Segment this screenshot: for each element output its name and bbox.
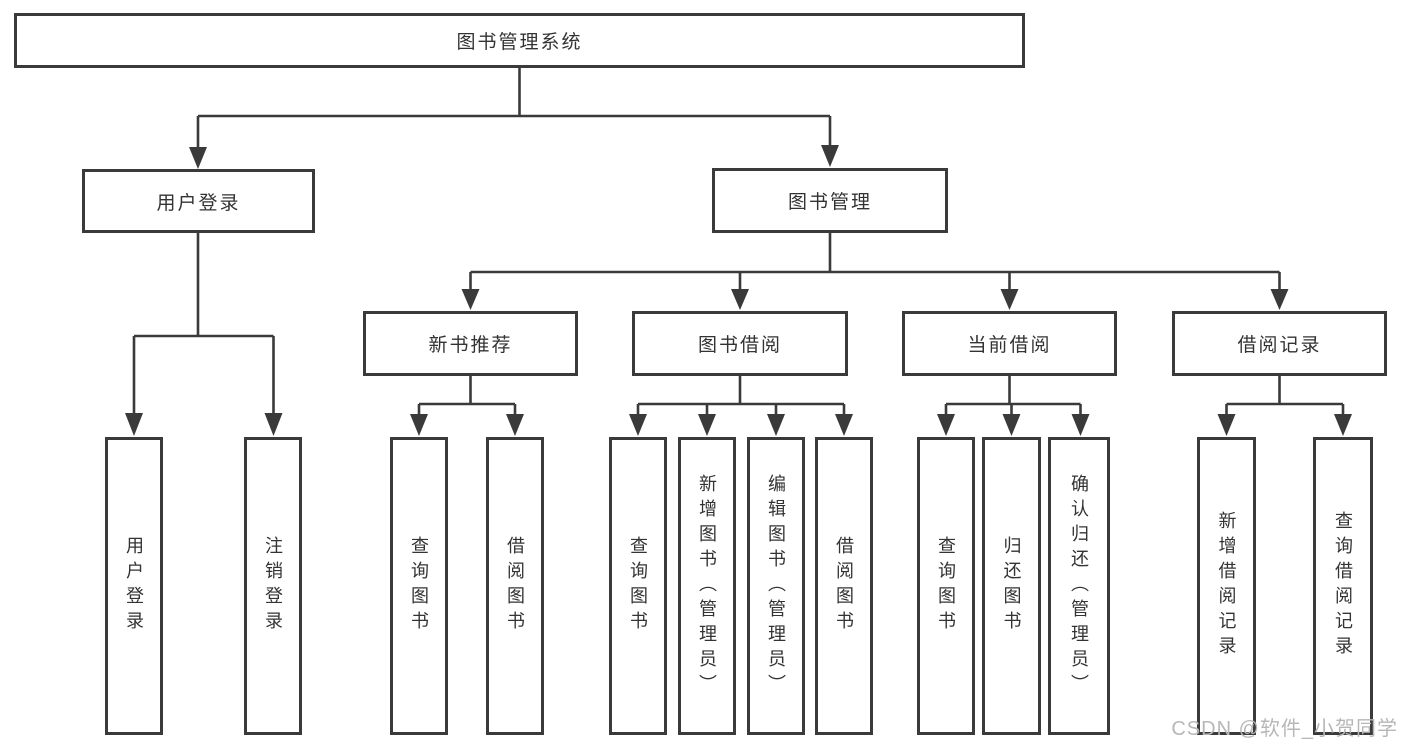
node-user-login-label: 用户登录 <box>156 192 241 214</box>
leaf-logout: 注销登录 <box>244 437 302 735</box>
node-current-borrow: 当前借阅 <box>902 311 1117 376</box>
leaf-recommend-query-books-label: 查询图书 <box>409 536 429 636</box>
leaf-recommend-borrow-books: 借阅图书 <box>486 437 544 735</box>
node-book-borrow-label: 图书借阅 <box>697 335 782 356</box>
leaf-borrow-borrow-books-label: 借阅图书 <box>834 536 854 636</box>
node-borrow-records: 借阅记录 <box>1172 311 1387 376</box>
leaf-recommend-query-books: 查询图书 <box>390 437 448 735</box>
leaf-records-query-record-label: 查询借阅记录 <box>1333 511 1353 661</box>
node-root-label: 图书管理系统 <box>456 32 583 53</box>
leaf-current-return-books-label: 归还图书 <box>1001 536 1022 636</box>
node-user-login-branch: 用户登录 <box>82 169 315 233</box>
leaf-current-query-books: 查询图书 <box>917 437 975 735</box>
leaf-borrow-add-books-admin: 新增图书（管理员） <box>678 437 736 735</box>
leaf-current-return-books: 归还图书 <box>982 437 1041 735</box>
leaf-borrow-borrow-books: 借阅图书 <box>815 437 873 735</box>
leaf-current-confirm-return-admin-label: 确认归还（管理员） <box>1069 473 1089 699</box>
csdn-watermark: CSDN @软件_小贺同学 <box>1171 718 1398 740</box>
leaf-records-add-record-label: 新增借阅记录 <box>1216 511 1237 661</box>
node-new-book-recommend-label: 新书推荐 <box>428 335 513 356</box>
leaf-user-login-label: 用户登录 <box>124 536 144 636</box>
leaf-user-login: 用户登录 <box>105 437 163 735</box>
leaf-current-confirm-return-admin: 确认归还（管理员） <box>1048 437 1110 735</box>
leaf-recommend-borrow-books-label: 借阅图书 <box>505 536 525 636</box>
leaf-records-add-record: 新增借阅记录 <box>1197 437 1256 735</box>
node-current-borrow-label: 当前借阅 <box>967 335 1052 356</box>
leaf-current-query-books-label: 查询图书 <box>936 536 956 636</box>
node-book-borrow: 图书借阅 <box>632 311 848 376</box>
node-root-system: 图书管理系统 <box>14 13 1025 68</box>
leaf-borrow-add-books-admin-label: 新增图书（管理员） <box>697 473 717 699</box>
node-borrow-records-label: 借阅记录 <box>1237 335 1322 356</box>
node-book-management-branch: 图书管理 <box>712 168 948 233</box>
leaf-borrow-query-books-label: 查询图书 <box>628 536 648 636</box>
leaf-records-query-record: 查询借阅记录 <box>1313 437 1373 735</box>
node-book-management-label: 图书管理 <box>787 192 872 213</box>
node-new-book-recommend: 新书推荐 <box>363 311 578 376</box>
leaf-borrow-query-books: 查询图书 <box>609 437 667 735</box>
leaf-borrow-edit-books-admin-label: 编辑图书（管理员） <box>766 473 786 699</box>
leaf-logout-label: 注销登录 <box>263 536 283 636</box>
leaf-borrow-edit-books-admin: 编辑图书（管理员） <box>747 437 805 735</box>
